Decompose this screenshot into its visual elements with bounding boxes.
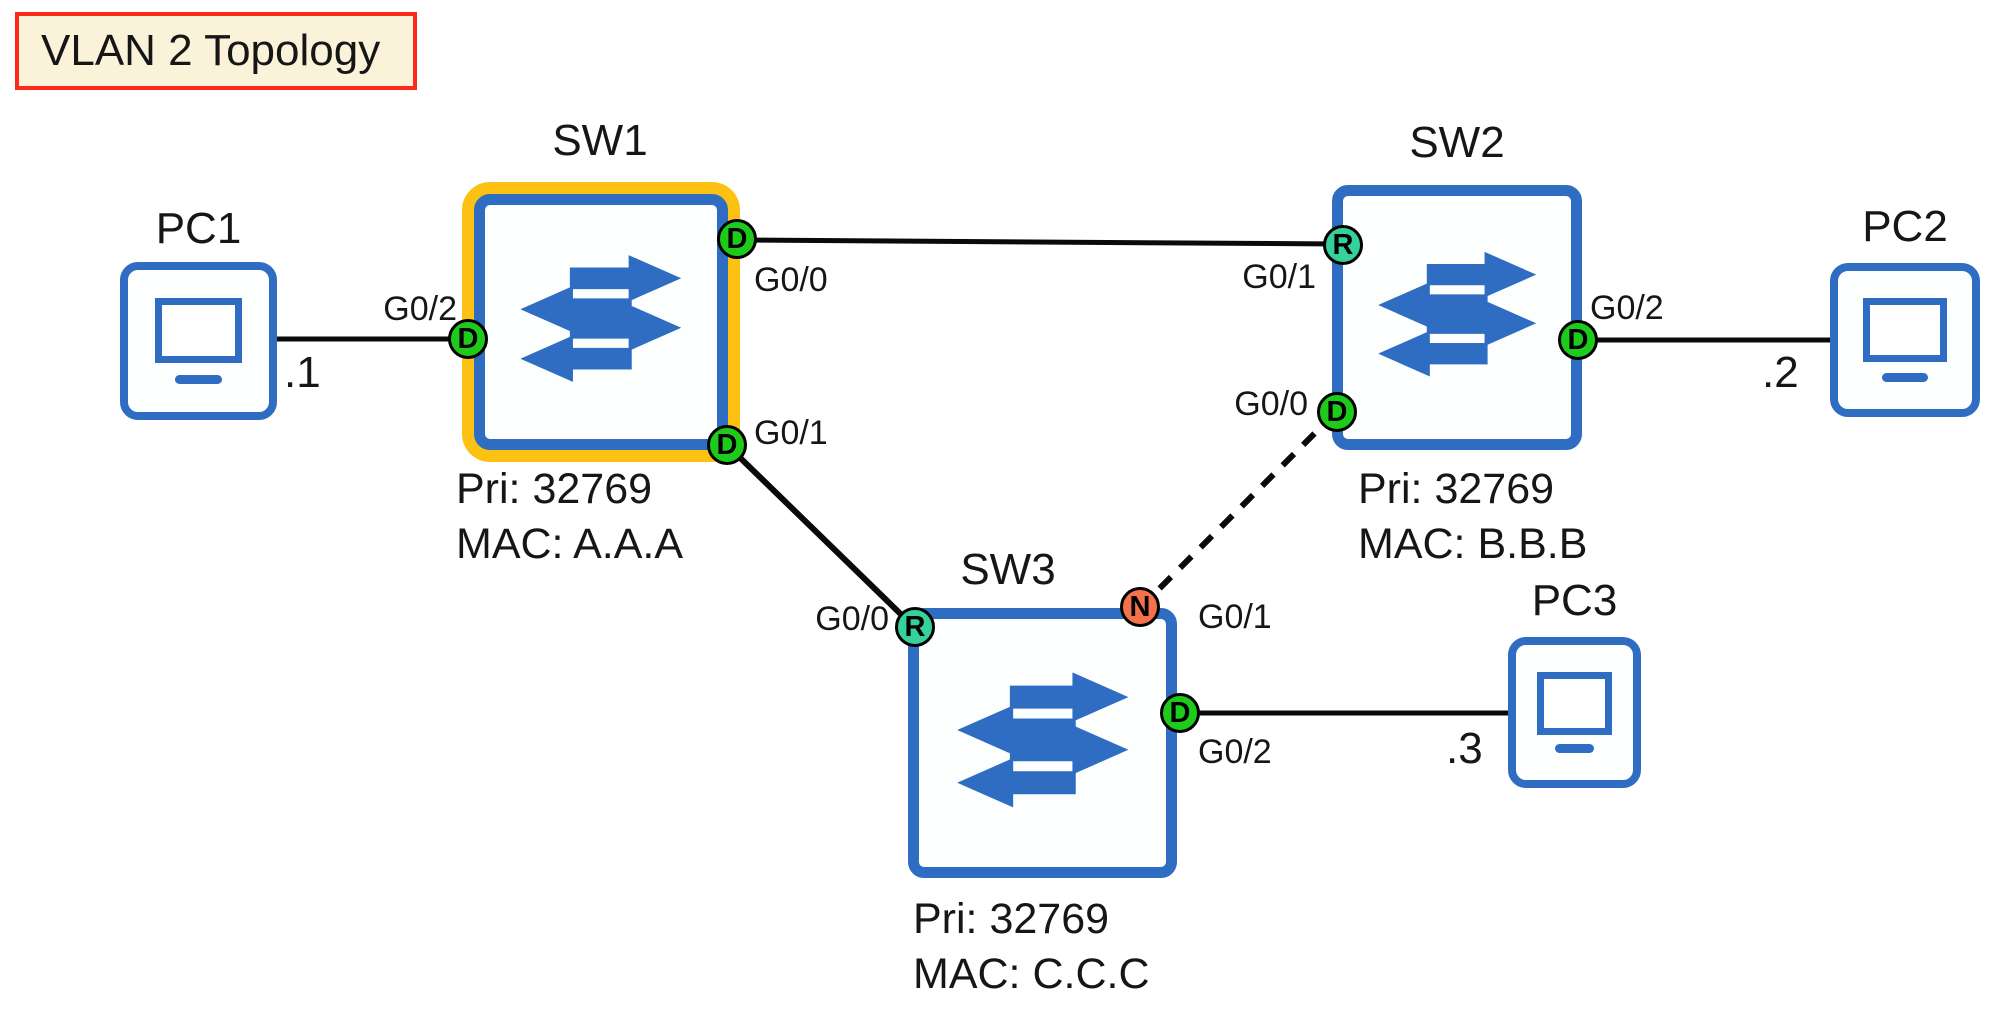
pc2-label: PC2	[1862, 202, 1948, 251]
link-sw2-sw3-blocked-dashed	[1139, 410, 1338, 609]
sw2-priority: Pri: 32769	[1358, 465, 1555, 513]
monitor-icon	[154, 298, 243, 364]
pc3-label: PC3	[1531, 576, 1618, 625]
pc3-node	[1508, 637, 1641, 788]
sw3-node	[908, 608, 1177, 878]
sw3-priority: Pri: 32769	[913, 895, 1110, 943]
monitor-base-icon	[1882, 372, 1928, 382]
sw2-port-g0-2-role-badge: D	[1558, 320, 1598, 360]
sw1-label: SW1	[552, 116, 648, 165]
sw1-port-g0-1-role-badge: D	[707, 425, 747, 465]
switch-icon	[1377, 252, 1537, 377]
sw2-node	[1332, 185, 1582, 450]
sw3-port-g0-0-label: G0/0	[815, 600, 889, 638]
sw1-mac: MAC: A.A.A	[456, 520, 684, 569]
pc1-ip: .1	[284, 348, 321, 397]
sw2-label: SW2	[1409, 118, 1505, 167]
sw1-port-g0-0-role-badge: D	[717, 219, 757, 259]
sw2-port-g0-1-role-badge: R	[1323, 225, 1363, 265]
monitor-icon	[1863, 298, 1947, 362]
monitor-base-icon	[174, 374, 223, 384]
sw3-port-g0-2-role-badge: D	[1160, 693, 1200, 733]
diagram-title: VLAN 2 Topology	[41, 26, 381, 75]
link-sw1-sw2	[736, 237, 1341, 247]
sw3-port-g0-1-label: G0/1	[1198, 598, 1272, 636]
monitor-base-icon	[1554, 743, 1595, 753]
sw1-port-g0-0-label: G0/0	[754, 261, 828, 299]
sw3-label: SW3	[960, 545, 1056, 594]
sw2-port-g0-1-label: G0/1	[1242, 258, 1316, 296]
sw3-mac: MAC: C.C.C	[913, 950, 1150, 999]
pc3-ip: .3	[1446, 724, 1483, 773]
pc2-node	[1830, 263, 1980, 417]
link-sw1-sw3	[724, 442, 916, 629]
sw3-port-g0-2-label: G0/2	[1198, 733, 1272, 771]
diagram-title-box: VLAN 2 Topology	[15, 12, 417, 90]
pc2-ip: .2	[1762, 348, 1799, 397]
sw1-port-g0-2-label: G0/2	[383, 290, 457, 328]
sw1-node	[474, 194, 728, 450]
sw2-port-g0-2-label: G0/2	[1590, 289, 1664, 327]
switch-icon	[956, 672, 1129, 808]
sw2-mac: MAC: B.B.B	[1358, 520, 1588, 569]
sw3-port-g0-1-role-badge: N	[1120, 587, 1160, 627]
switch-icon	[520, 255, 682, 383]
sw3-port-g0-0-role-badge: R	[895, 607, 935, 647]
pc1-node	[120, 262, 277, 420]
sw1-priority: Pri: 32769	[456, 465, 653, 513]
sw2-port-g0-0-role-badge: D	[1317, 392, 1357, 432]
pc1-label: PC1	[155, 204, 242, 253]
monitor-icon	[1537, 672, 1612, 735]
sw1-port-g0-2-role-badge: D	[448, 319, 488, 359]
sw2-port-g0-0-label: G0/0	[1234, 385, 1308, 423]
sw1-port-g0-1-label: G0/1	[754, 414, 828, 452]
